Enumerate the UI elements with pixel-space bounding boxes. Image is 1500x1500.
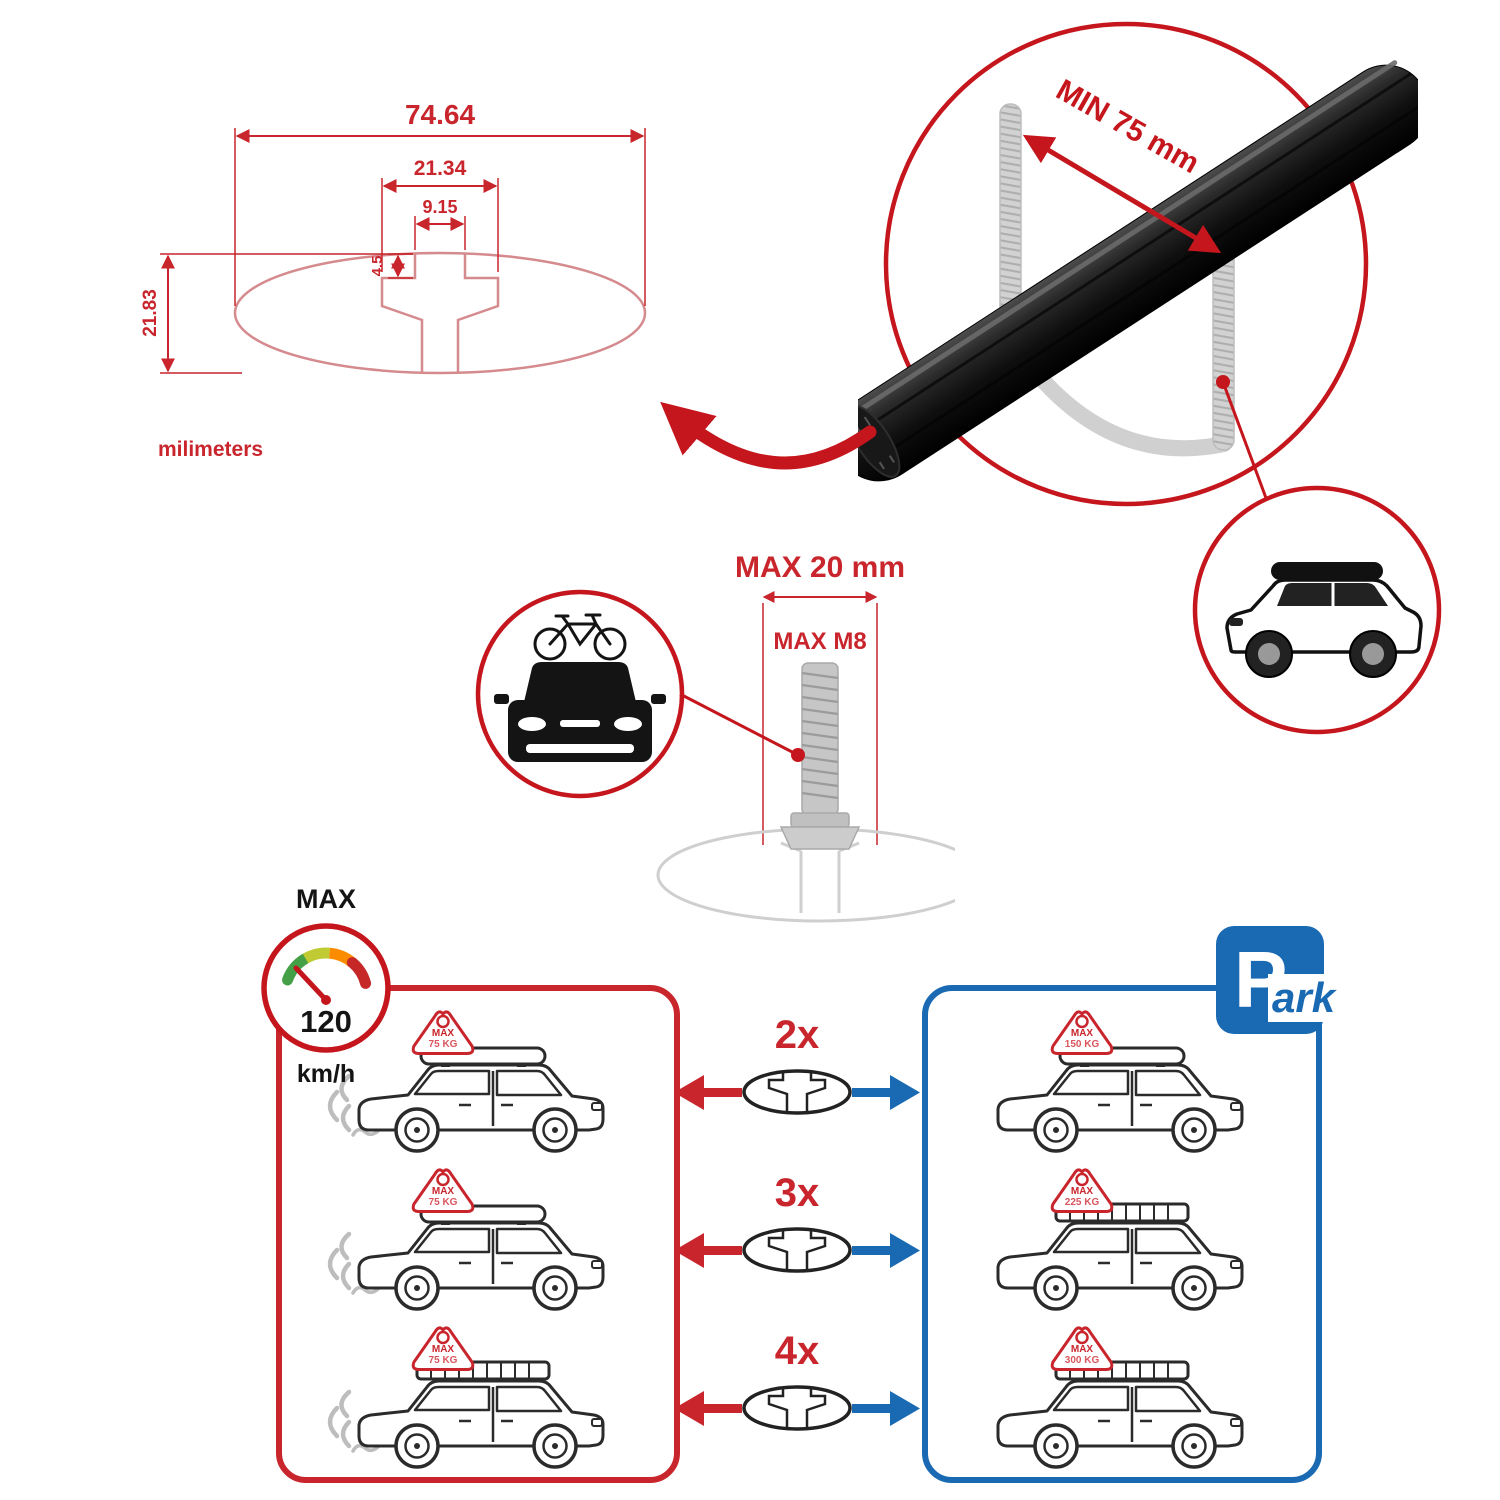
- crossbar-detail: MIN 75 mm: [858, 21, 1418, 507]
- car-row-driving-3: MAX 75 KG: [293, 1324, 653, 1469]
- suv-illustration: [1225, 562, 1423, 678]
- badge-title: MAX: [431, 1186, 455, 1197]
- profile-ellipse: [233, 251, 647, 375]
- units-label: milimeters: [158, 438, 263, 461]
- right-arrow-icon: [890, 1391, 920, 1426]
- badge-load: 75 KG: [428, 1039, 458, 1050]
- multiplier-row-2x: 2x: [668, 1012, 926, 1144]
- car-row-driving-1: MAX 75 KG: [293, 1008, 653, 1153]
- badge-title: MAX: [431, 1028, 455, 1039]
- badge-load: 225 KG: [1064, 1197, 1100, 1208]
- multiplier-label: 2x: [774, 1013, 820, 1057]
- min-span-arrow: [1022, 134, 1222, 254]
- dimension-diagram: 74.64 21.34 9.15 4.5 21.83 milimeters: [140, 99, 647, 461]
- badge-title: MAX: [431, 1344, 455, 1355]
- right-arrow-icon: [890, 1233, 920, 1268]
- bolt-diagram: MAX 20 mm MAX M8: [656, 551, 955, 923]
- badge-load: 150 KG: [1064, 1039, 1100, 1050]
- speedometer-needle: [293, 965, 329, 1003]
- car-front-illustration: [494, 662, 666, 762]
- detail-circle-outline: [883, 21, 1369, 507]
- badge-load: 75 KG: [428, 1197, 458, 1208]
- load-badge: MAX 75 KG: [398, 1187, 488, 1208]
- load-badge: MAX 75 KG: [398, 1345, 488, 1366]
- roofbox-suv-circle: [1192, 485, 1442, 735]
- crossbar-section-icon: [674, 1227, 920, 1273]
- profile-channel-left: [380, 254, 424, 372]
- speedometer: 120: [261, 923, 391, 1053]
- multiplier-row-4x: 4x: [668, 1328, 926, 1460]
- roof-box-icon: [1271, 562, 1383, 580]
- bicycle-icon: [533, 613, 627, 661]
- badge-title: MAX: [1070, 1186, 1094, 1197]
- dim-slot-outer: 21.34: [414, 157, 467, 180]
- dim-lip-depth: 4.5: [369, 256, 386, 277]
- car-row-parking-3: MAX 300 KG: [932, 1324, 1292, 1469]
- badge-title: MAX: [1070, 1344, 1094, 1355]
- multiplier-label: 3x: [774, 1171, 820, 1215]
- left-arrow-icon: [674, 1233, 704, 1268]
- left-arrow-icon: [674, 1391, 704, 1426]
- bike-car-circle: [475, 589, 685, 799]
- multiplier-label: 4x: [774, 1329, 820, 1373]
- crossbar-section-icon: [674, 1069, 920, 1115]
- load-badge: MAX 75 KG: [398, 1029, 488, 1050]
- badge-load: 75 KG: [428, 1355, 458, 1366]
- crossbar-section-icon: [674, 1385, 920, 1431]
- speed-unit-label: km/h: [296, 1060, 356, 1088]
- dim-total-width: 74.64: [405, 99, 475, 130]
- speedometer-ring: [261, 923, 391, 1053]
- car-row-parking-1: MAX 150 KG: [932, 1008, 1292, 1153]
- park-sign: P ark: [1216, 926, 1376, 1042]
- right-arrow-icon: [890, 1075, 920, 1110]
- car-row-parking-2: MAX 225 KG: [932, 1166, 1292, 1311]
- dim-slot-inner: 9.15: [422, 197, 457, 217]
- load-badge: MAX 225 KG: [1037, 1187, 1127, 1208]
- speed-value: 120: [300, 1004, 352, 1039]
- load-badge: MAX 150 KG: [1037, 1029, 1127, 1050]
- profile-channel-right: [456, 254, 500, 372]
- bolt-illustration: [779, 662, 861, 850]
- park-sign-ark: ark: [1268, 974, 1340, 1022]
- load-badge: MAX 300 KG: [1037, 1345, 1127, 1366]
- dim-total-height: 21.83: [140, 289, 161, 337]
- multiplier-row-3x: 3x: [668, 1170, 926, 1302]
- left-arrow-icon: [674, 1075, 704, 1110]
- car-row-driving-2: MAX 75 KG: [293, 1166, 653, 1311]
- max-thread-label: MAX M8: [773, 628, 866, 655]
- badge-title: MAX: [1070, 1028, 1094, 1039]
- max-length-label: MAX 20 mm: [735, 551, 905, 584]
- speed-max-label: MAX: [296, 884, 356, 914]
- badge-load: 300 KG: [1064, 1355, 1100, 1366]
